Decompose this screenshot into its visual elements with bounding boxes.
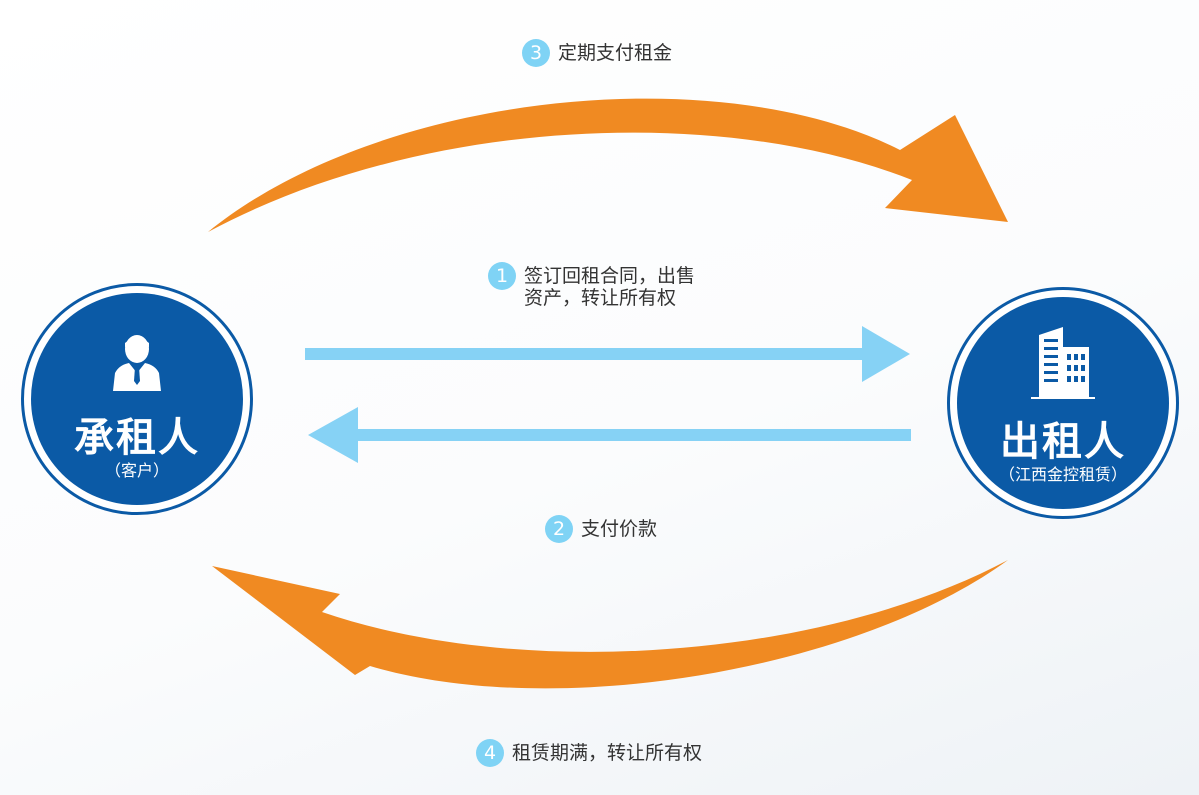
lessor-title: 出租人 xyxy=(1000,419,1126,465)
step-text: 租赁期满，转让所有权 xyxy=(512,742,703,764)
step-2-label: 2 支付价款 xyxy=(545,515,658,543)
lessee-circle: 承租人 （客户） xyxy=(21,283,253,515)
step-text: 支付价款 xyxy=(581,518,658,540)
step-text: 资产，转让所有权 xyxy=(524,287,677,309)
arrow-right-head xyxy=(862,326,910,382)
arrow-left-head xyxy=(308,407,358,463)
step-3-label: 3 定期支付租金 xyxy=(522,39,673,67)
arrow-left-shaft xyxy=(355,429,911,441)
step-1-label: 1 签订回租合同，出售 资产，转让所有权 xyxy=(488,262,696,309)
step-text: 签订回租合同，出售 xyxy=(524,265,696,287)
building-icon xyxy=(957,327,1169,403)
arrow-right-shaft xyxy=(305,348,865,360)
lessor-circle: 出租人 （江西金控租赁） xyxy=(947,287,1179,519)
step-number-badge: 3 xyxy=(522,39,550,67)
lessee-subtitle: （客户） xyxy=(104,461,169,480)
top-arc-arrow xyxy=(208,98,1008,232)
person-icon xyxy=(31,333,243,395)
step-number-badge: 1 xyxy=(488,262,516,290)
lessee-title: 承租人 xyxy=(74,415,200,461)
step-text: 定期支付租金 xyxy=(558,42,673,64)
step-number-badge: 2 xyxy=(545,515,573,543)
step-4-label: 4 租赁期满，转让所有权 xyxy=(476,739,703,767)
lessor-subtitle: （江西金控租赁） xyxy=(998,465,1127,484)
step-number-badge: 4 xyxy=(476,739,504,767)
bottom-arc-arrow xyxy=(212,560,1008,689)
